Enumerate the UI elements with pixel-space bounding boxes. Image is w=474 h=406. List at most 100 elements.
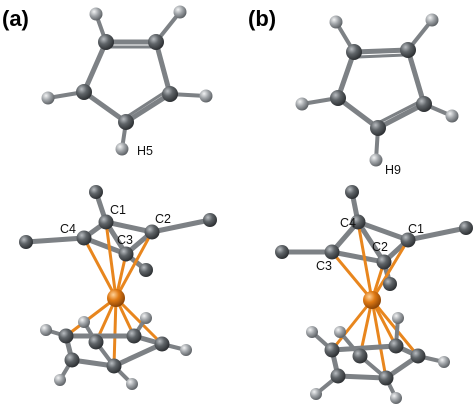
hydrogen-atom bbox=[180, 344, 192, 356]
atom-label-b-c2: C2 bbox=[372, 240, 388, 254]
metal-bond bbox=[330, 298, 374, 352]
ring-bond bbox=[111, 341, 165, 369]
carbon-atom bbox=[58, 328, 74, 344]
atom-label-b-c3: C3 bbox=[316, 259, 332, 273]
ring-bond bbox=[81, 39, 109, 95]
carbon-atom bbox=[76, 230, 92, 246]
carbon-atom bbox=[370, 120, 386, 136]
hydrogen-atom bbox=[40, 324, 52, 336]
carbon-atom bbox=[346, 44, 362, 60]
metal-bond bbox=[356, 220, 374, 302]
hydrogen-atom bbox=[54, 374, 66, 386]
hydrogen-atom bbox=[334, 326, 346, 338]
methyl-bond bbox=[149, 217, 213, 235]
panel-label-a: (a) bbox=[2, 6, 29, 31]
metal-atom bbox=[363, 291, 381, 309]
hydrogen-atom bbox=[115, 142, 129, 156]
methyl-bond bbox=[405, 225, 469, 243]
metal-atom bbox=[107, 289, 125, 307]
panel-label-b: (b) bbox=[248, 6, 276, 31]
carbon-atom bbox=[64, 352, 80, 368]
methyl-carbon-atom bbox=[19, 235, 33, 249]
hydrogen-atom bbox=[126, 378, 138, 390]
atom-label-a-c4: C4 bbox=[60, 222, 76, 236]
hydrogen-atom bbox=[329, 15, 343, 29]
methyl-carbon-atom bbox=[139, 263, 153, 277]
ring-bond bbox=[335, 49, 357, 101]
carbon-atom bbox=[400, 42, 416, 58]
carbon-atom bbox=[106, 358, 122, 374]
hydrogen-atom bbox=[310, 388, 322, 400]
metal-bond bbox=[114, 296, 164, 346]
carbon-atom bbox=[330, 368, 346, 384]
atom-label-a-c3: C3 bbox=[117, 233, 133, 247]
hydrogen-atom bbox=[78, 316, 90, 328]
atom-label-a-c1: C1 bbox=[110, 203, 126, 217]
carbon-atom bbox=[162, 86, 178, 102]
ring-bond bbox=[329, 343, 399, 353]
carbon-atom bbox=[154, 336, 170, 352]
carbon-atom bbox=[148, 34, 164, 50]
metal-bond bbox=[370, 298, 420, 358]
ring-bond bbox=[329, 249, 387, 265]
atom-label-b-c1: C1 bbox=[408, 222, 424, 236]
hydrogen-atom bbox=[295, 97, 309, 111]
metal-bond bbox=[64, 296, 118, 338]
carbon-atom bbox=[400, 232, 416, 248]
carbon-atom bbox=[324, 244, 340, 260]
carbon-atom bbox=[144, 224, 160, 240]
metal-bond bbox=[370, 238, 410, 302]
hydrogen-atom bbox=[140, 312, 152, 324]
metal-bond bbox=[370, 298, 388, 380]
ring-bond bbox=[103, 219, 155, 235]
hydrogen-atom bbox=[173, 5, 187, 19]
atom-label-a-c2: C2 bbox=[155, 212, 171, 226]
ring-bond bbox=[335, 373, 389, 381]
carbon-atom bbox=[98, 214, 114, 230]
atom-label-b-c4: C4 bbox=[340, 216, 356, 230]
ring-bond bbox=[335, 95, 381, 131]
carbon-atom bbox=[98, 34, 114, 50]
carbon-atom bbox=[126, 328, 142, 344]
carbon-atom bbox=[350, 214, 366, 230]
atom-label-h9: H9 bbox=[385, 163, 401, 177]
methyl-carbon-atom bbox=[459, 221, 473, 235]
metal-complex-b bbox=[275, 185, 473, 404]
metal-bond bbox=[82, 236, 118, 300]
methyl-carbon-atom bbox=[203, 213, 217, 227]
methyl-carbon-atom bbox=[383, 277, 397, 291]
carbon-atom bbox=[88, 334, 104, 350]
methyl-carbon-atom bbox=[275, 245, 289, 259]
double-bond bbox=[355, 53, 407, 59]
carbon-atom bbox=[76, 84, 92, 100]
carbon-atom bbox=[378, 370, 394, 386]
hydrogen-atom bbox=[89, 7, 103, 21]
ring-bond bbox=[153, 39, 173, 97]
methyl-carbon-atom bbox=[89, 185, 103, 199]
ring-bond bbox=[81, 89, 129, 125]
hydrogen-atom bbox=[306, 326, 318, 338]
metal-complex-a bbox=[19, 185, 217, 390]
ring-bond bbox=[355, 219, 387, 265]
methyl-bond bbox=[23, 235, 87, 245]
carbon-atom bbox=[118, 114, 134, 130]
hydrogen-atom bbox=[438, 356, 450, 368]
metal-bond bbox=[112, 296, 118, 368]
carbon-atom bbox=[410, 348, 426, 364]
hydrogen-atom bbox=[425, 13, 439, 27]
hydrogen-atom bbox=[199, 89, 213, 103]
metal-bond bbox=[114, 230, 154, 300]
ring-bond bbox=[375, 101, 427, 131]
cyclopentadiene-ring-b bbox=[295, 13, 459, 167]
ring-bond bbox=[351, 47, 411, 55]
carbon-atom bbox=[330, 90, 346, 106]
carbon-atom bbox=[376, 254, 392, 270]
double-bond bbox=[378, 100, 421, 124]
carbon-atom bbox=[352, 348, 368, 364]
atom-label-h5: H5 bbox=[137, 144, 153, 158]
carbon-atom bbox=[388, 338, 404, 354]
carbon-atom bbox=[324, 342, 340, 358]
metal-bond bbox=[330, 250, 374, 302]
cyclopentadiene-ring-a bbox=[41, 5, 213, 156]
ring-bond bbox=[405, 47, 427, 107]
